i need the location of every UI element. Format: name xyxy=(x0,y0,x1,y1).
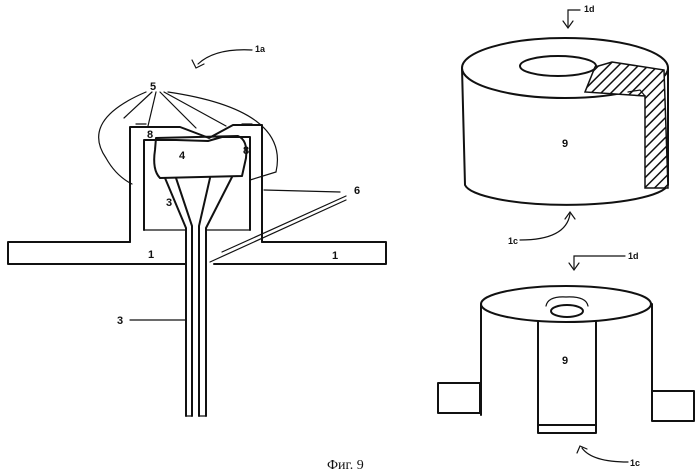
leader-6 xyxy=(210,190,346,262)
base-plate xyxy=(8,242,386,264)
label-1d-bottom: 1d xyxy=(628,251,639,261)
label-8-right: 8 xyxy=(243,145,249,157)
label-9-top: 9 xyxy=(562,138,568,150)
label-5: 5 xyxy=(150,81,156,93)
cylinder-perspective-view: 1d 9 1c xyxy=(462,4,668,246)
label-3-lower: 3 xyxy=(117,315,123,327)
label-9-bottom: 9 xyxy=(562,355,568,367)
cylinder-hole xyxy=(520,56,596,76)
figure-caption: Фиг. 9 xyxy=(327,458,364,473)
outer-housing xyxy=(130,125,262,242)
label-1c-top: 1c xyxy=(508,236,518,246)
cylinder-mounted-view: 1d 9 1c xyxy=(438,251,694,468)
crystal-element xyxy=(154,136,246,178)
lead-wires xyxy=(165,177,232,416)
inner-housing xyxy=(144,137,250,230)
label-6: 6 xyxy=(354,185,360,197)
left-tab xyxy=(438,383,480,413)
right-tab xyxy=(652,391,694,421)
label-1a: 1a xyxy=(255,44,266,54)
label-1c-bottom: 1c xyxy=(630,458,640,468)
mounted-hole xyxy=(551,305,583,317)
label-1-right: 1 xyxy=(332,250,338,262)
arrow-1c-bottom xyxy=(582,448,628,462)
mounted-slot xyxy=(538,321,596,433)
arrow-1a xyxy=(198,50,252,64)
label-3-upper: 3 xyxy=(166,197,172,209)
label-8-left: 8 xyxy=(147,129,153,141)
arrow-1d-bottom xyxy=(574,256,625,268)
cross-section-view: 1a 5 8 8 4 3 3 6 1 1 xyxy=(8,44,386,416)
label-1d-top: 1d xyxy=(584,4,595,14)
label-4: 4 xyxy=(179,150,186,162)
label-1-left: 1 xyxy=(148,249,154,261)
hatched-cutaway xyxy=(585,62,668,188)
arrow-1d-top xyxy=(568,10,580,26)
arrow-1c-top xyxy=(520,214,570,240)
